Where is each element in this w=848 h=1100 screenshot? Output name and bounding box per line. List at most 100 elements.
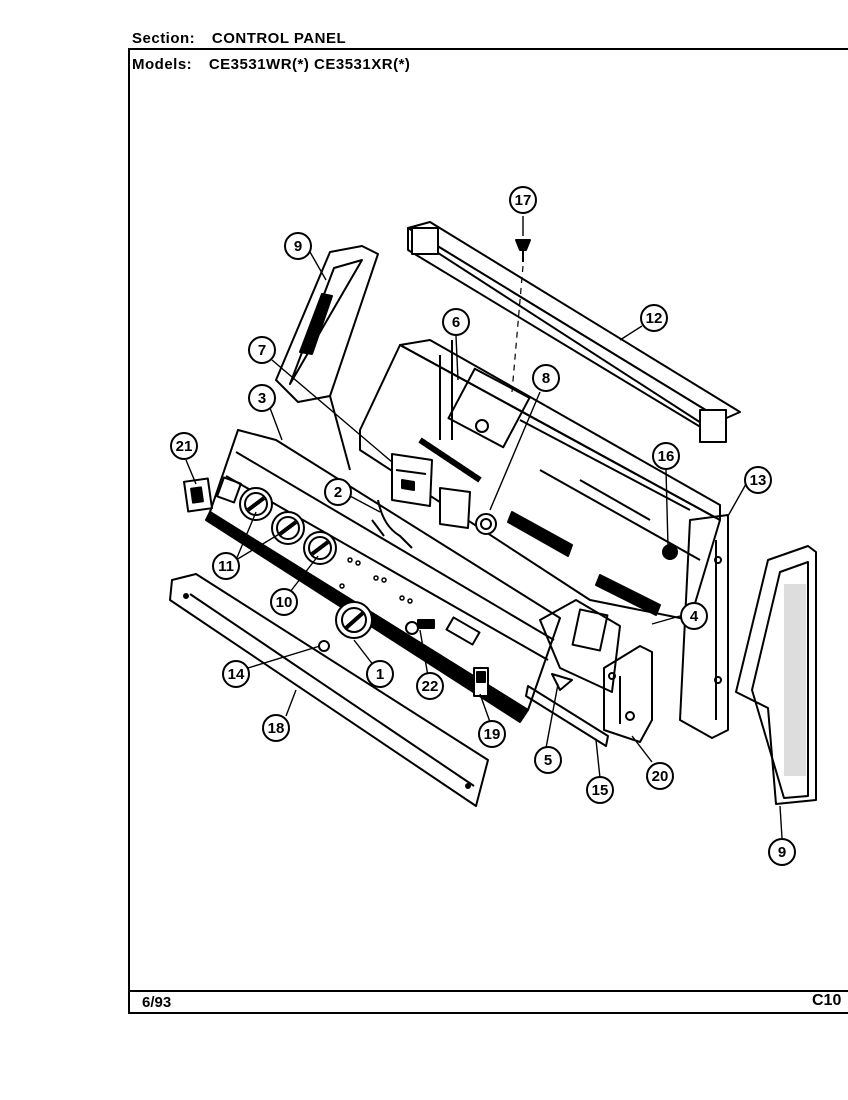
callout-4: 4 [680, 602, 708, 630]
part-mounting-screw [318, 640, 330, 652]
part-end-bracket [603, 645, 653, 743]
part-screw [511, 239, 531, 393]
callout-21-circle [170, 432, 198, 460]
callout-16-circle [652, 442, 680, 470]
callout-10-label: 10 [276, 594, 293, 611]
callout-15-circle [586, 776, 614, 804]
part-side-trim-right [735, 545, 817, 805]
callout-3: 3 [248, 384, 276, 412]
callout-20: 20 [646, 762, 674, 790]
part-burner-box [539, 599, 621, 693]
callout-20-label: 20 [652, 768, 669, 785]
section-heading: Section: CONTROL PANEL [132, 30, 346, 47]
callout-5: 5 [534, 746, 562, 774]
callout-22-label: 22 [422, 678, 439, 695]
callout-6: 6 [442, 308, 470, 336]
part-lower-strip [525, 685, 609, 747]
callout-layer: 17 9 12 6 7 8 3 16 13 21 2 11 10 4 1 14 22 19 5 15 20 18 9 [170, 186, 796, 866]
callout-22-circle [416, 672, 444, 700]
callout-14-circle [222, 660, 250, 688]
callout-12-label: 12 [646, 310, 663, 327]
callout-2-circle [324, 478, 352, 506]
models-value: CE3531WR(*) CE3531XR(*) [208, 56, 411, 73]
part-right-bracket [679, 514, 729, 739]
callout-3-circle [248, 384, 276, 412]
footer-page-number: C10 [812, 992, 842, 1009]
callout-18: 18 [262, 714, 290, 742]
part-rocker-switch [473, 667, 489, 697]
callout-5-circle [534, 746, 562, 774]
part-grommet [662, 544, 678, 560]
callout-22: 22 [416, 672, 444, 700]
leader-lines [185, 216, 783, 839]
callout-19-label: 19 [484, 726, 501, 743]
callout-12-circle [640, 304, 668, 332]
callout-4-circle [680, 602, 708, 630]
callout-12: 12 [640, 304, 668, 332]
callout-15-label: 15 [592, 782, 609, 799]
callout-15: 15 [586, 776, 614, 804]
callout-7: 7 [248, 336, 276, 364]
callout-9-bottom-label: 9 [778, 844, 786, 861]
callout-19: 19 [478, 720, 506, 748]
callout-9-top-label: 9 [294, 238, 302, 255]
panel-dial-marks [339, 557, 413, 604]
callout-11: 11 [212, 552, 240, 580]
callout-13-label: 13 [750, 472, 767, 489]
part-knob-11b [271, 511, 305, 545]
footer-date: 6/93 [142, 994, 172, 1011]
callout-7-label: 7 [258, 342, 266, 359]
callout-9-top: 9 [284, 232, 312, 260]
callout-19-circle [478, 720, 506, 748]
section-label: Section: [132, 30, 196, 47]
callout-18-circle [262, 714, 290, 742]
callout-17-circle [509, 186, 537, 214]
part-knob-11a [239, 487, 273, 521]
callout-16: 16 [652, 442, 680, 470]
part-indicator-light [183, 476, 242, 513]
footer-rule [128, 990, 848, 992]
models-label: Models: [132, 56, 193, 73]
callout-1-circle [366, 660, 394, 688]
callout-18-label: 18 [268, 720, 285, 737]
callout-17-label: 17 [515, 192, 532, 209]
callout-16-label: 16 [658, 448, 675, 465]
callout-6-circle [442, 308, 470, 336]
callout-8-label: 8 [542, 370, 550, 387]
callout-17: 17 [509, 186, 537, 214]
part-knob-1 [335, 601, 373, 639]
callout-11-label: 11 [218, 558, 234, 575]
callout-21-label: 21 [176, 438, 193, 455]
diagram-frame [128, 48, 848, 1014]
callout-3-label: 3 [258, 390, 266, 407]
part-trim-strip [169, 573, 489, 807]
part-clip [551, 673, 573, 691]
callout-20-circle [646, 762, 674, 790]
callout-21: 21 [170, 432, 198, 460]
callout-1: 1 [366, 660, 394, 688]
callout-10-circle [270, 588, 298, 616]
callout-10: 10 [270, 588, 298, 616]
callout-7-circle [248, 336, 276, 364]
callout-8-circle [532, 364, 560, 392]
part-knob-10 [303, 531, 337, 565]
callout-13-circle [744, 466, 772, 494]
part-clock [391, 453, 433, 507]
part-switch [439, 487, 497, 535]
callout-13: 13 [744, 466, 772, 494]
callout-2: 2 [324, 478, 352, 506]
callout-14: 14 [222, 660, 250, 688]
callout-5-label: 5 [544, 752, 552, 769]
callout-11-circle [212, 552, 240, 580]
part-lamp-switch [405, 619, 435, 635]
part-side-trim-left [275, 245, 379, 471]
callout-9-top-circle [284, 232, 312, 260]
callout-9-bottom-circle [768, 838, 796, 866]
section-value: CONTROL PANEL [211, 30, 347, 47]
callout-14-label: 14 [228, 666, 245, 683]
callout-4-label: 4 [690, 608, 699, 625]
callout-1-label: 1 [376, 666, 384, 683]
models-heading: Models: CE3531WR(*) CE3531XR(*) [132, 56, 410, 73]
callout-6-label: 6 [452, 314, 460, 331]
